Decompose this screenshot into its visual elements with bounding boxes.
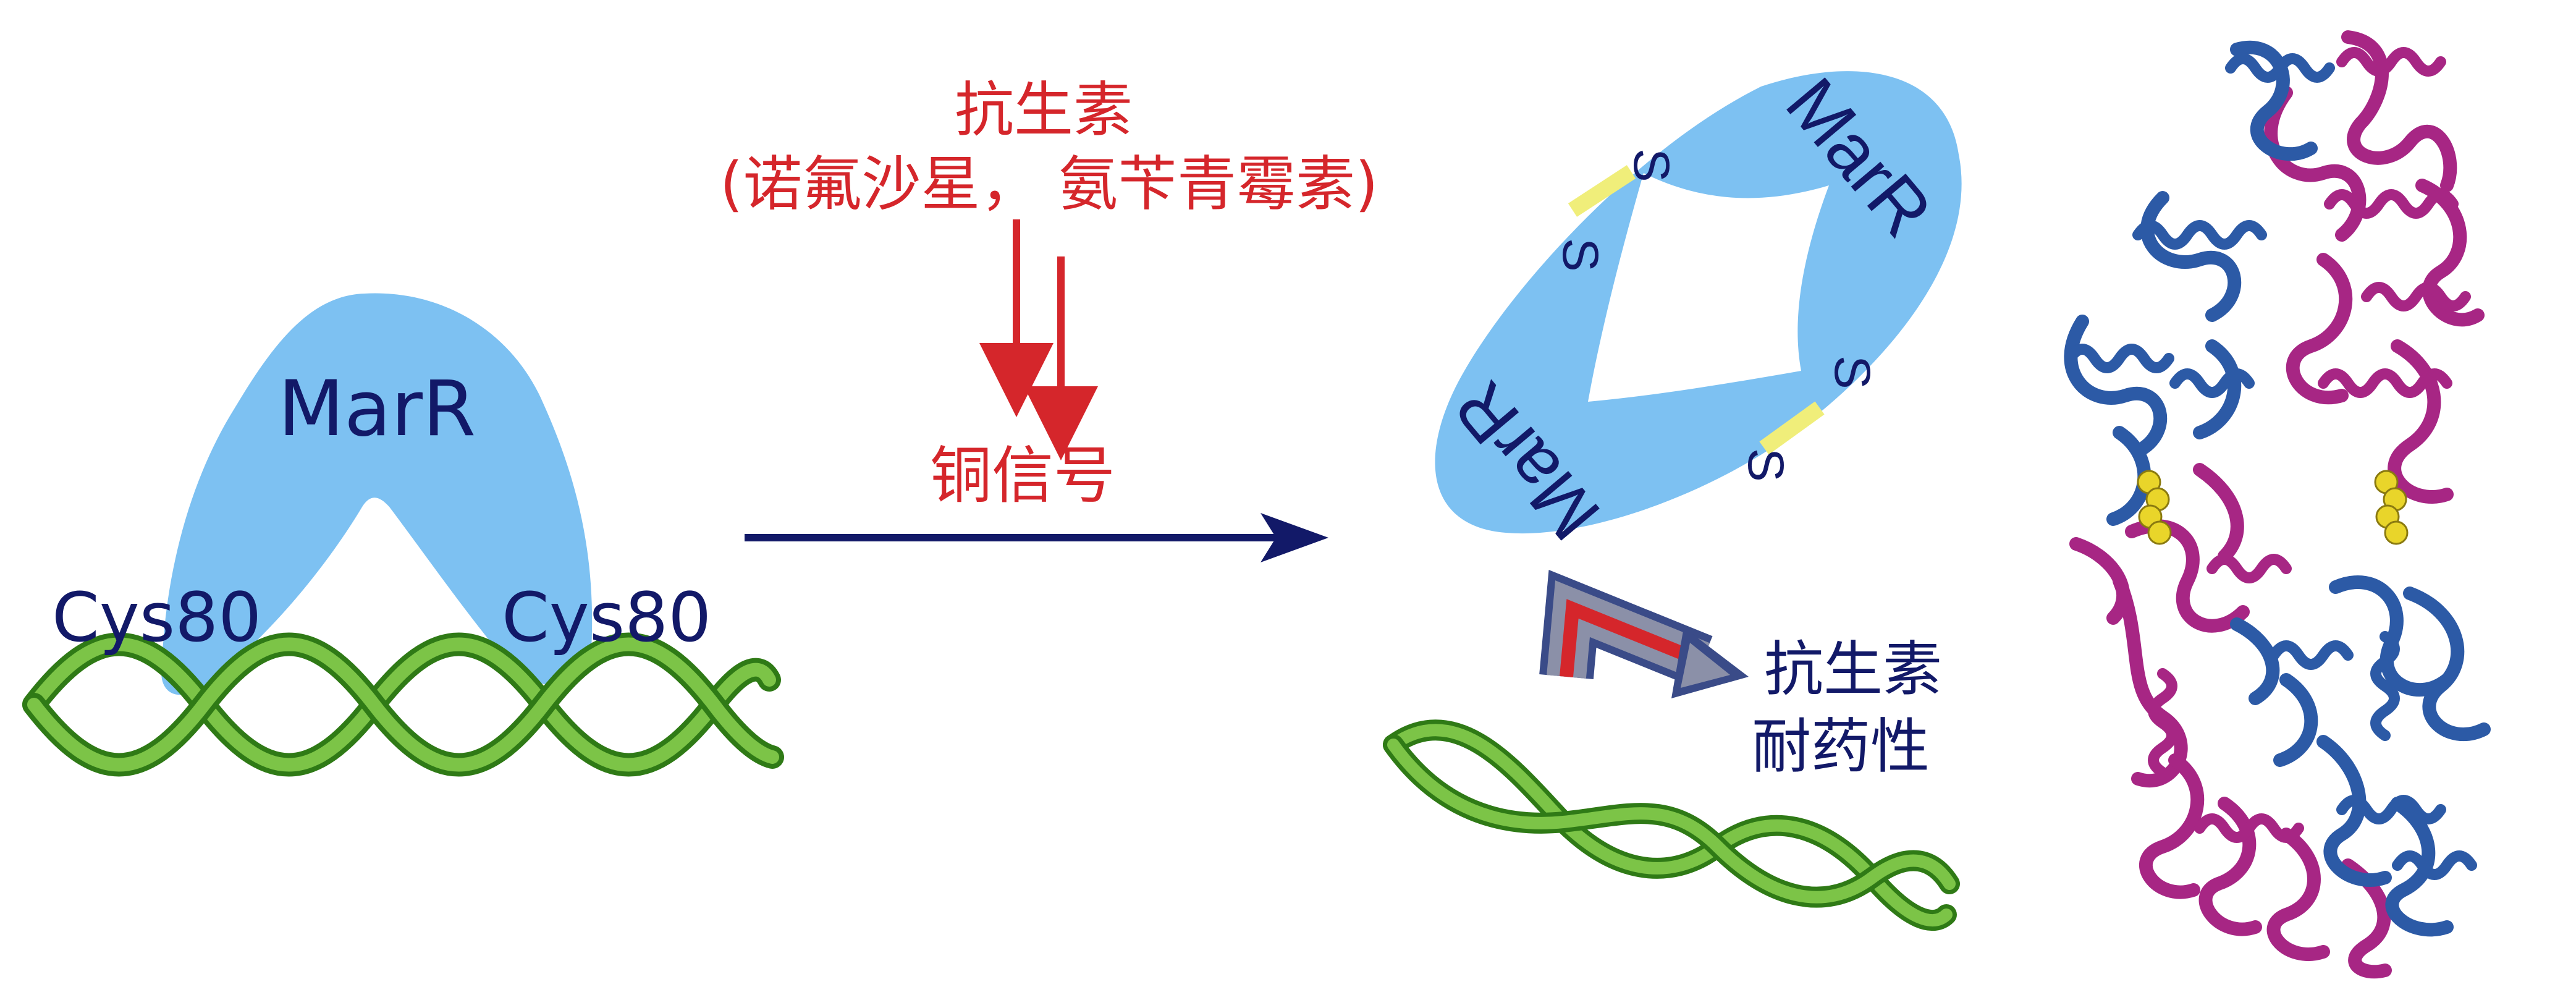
marr-label: MarR (278, 365, 476, 454)
antibiotic-resistance-line2: 耐药性 (1752, 712, 1930, 781)
promoter-arrow (1539, 569, 1749, 698)
marr-crystal-structure (2064, 30, 2491, 979)
antibiotic-resistance-line1: 抗生素 (1764, 635, 1942, 704)
dna-helix-right (1383, 719, 1960, 931)
disulfide-bond-bottom (1759, 401, 1825, 455)
marr-protein-shape (161, 293, 593, 695)
sulfur-label-bottom-left: S (1738, 448, 1794, 482)
copper-signal-label: 铜信号 (930, 439, 1115, 512)
dna-helix-left (22, 632, 784, 777)
disulfide-bond-top (1568, 165, 1636, 217)
antibiotic-names: (诺氟沙星， 氨苄青霉素) (720, 150, 1379, 219)
main-transition-arrow (745, 513, 1328, 562)
marr-dimer-shape (1435, 71, 1962, 534)
sulfur-label-top-right: S (1623, 148, 1679, 182)
cys80-left-label: Cys80 (52, 578, 262, 657)
antibiotic-title: 抗生素 (955, 75, 1133, 145)
sulfur-label-bottom-right: S (1824, 355, 1880, 389)
structure-disulfide-spheres (2137, 470, 2409, 545)
sulfur-label-top-left: S (1552, 238, 1608, 272)
cys80-right-label: Cys80 (502, 578, 712, 657)
